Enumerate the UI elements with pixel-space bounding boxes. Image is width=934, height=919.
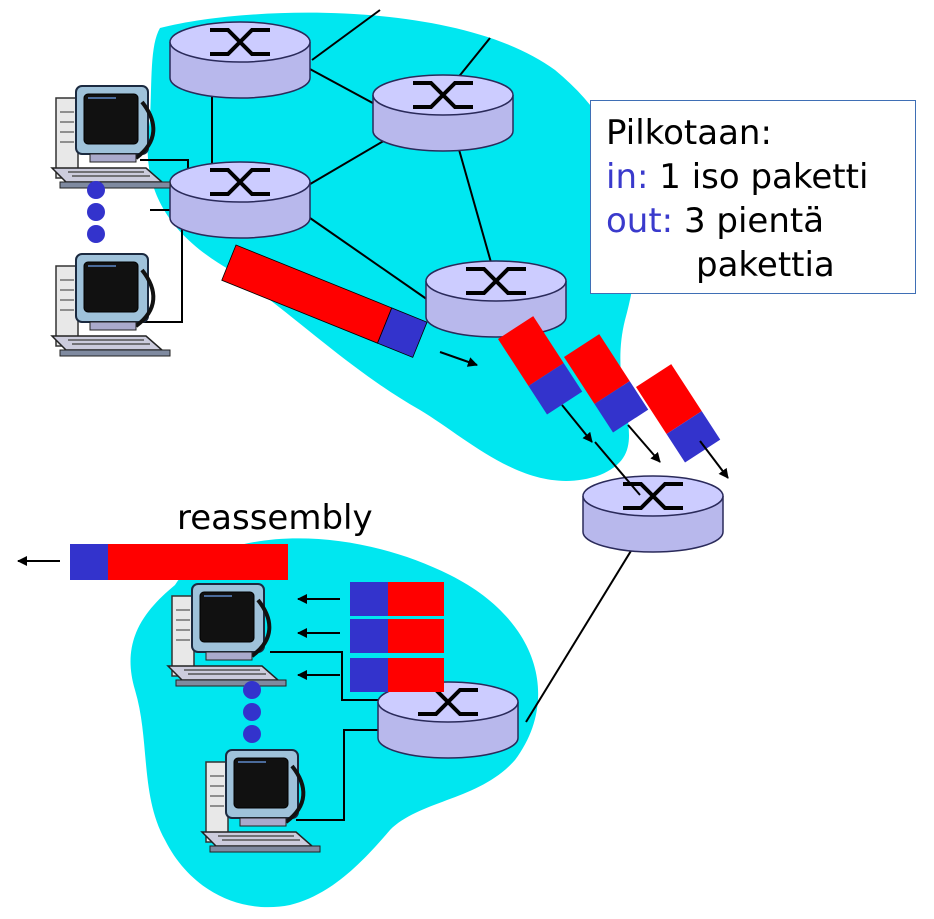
fragment-packet [498, 316, 583, 415]
legend-in-line: in: 1 iso paketti [606, 155, 915, 199]
fragmentation-legend: Pilkotaan: in: 1 iso paketti out: 3 pien… [590, 100, 916, 294]
more-hosts-dots [87, 181, 105, 243]
legend-out-line: out: 3 pientä [606, 199, 915, 243]
legend-out-value-cont: pakettia [696, 245, 835, 285]
arrow [627, 424, 661, 463]
legend-in-key: in: [606, 157, 649, 197]
computer-icon [50, 252, 172, 358]
reassembly-label: reassembly [177, 498, 373, 538]
legend-title: Pilkotaan: [606, 113, 772, 153]
legend-out-key: out: [606, 201, 674, 241]
router-icon [581, 474, 725, 554]
fragment-packet [564, 334, 649, 433]
legend-out-value: 3 pientä [683, 201, 825, 241]
network-links [140, 9, 646, 821]
large-packet [221, 244, 428, 358]
arrow [699, 440, 729, 479]
fragment-packet [350, 582, 444, 616]
router-icon [168, 20, 312, 100]
reassembled-packet [70, 544, 288, 580]
arrow [594, 441, 641, 496]
router-icon [376, 680, 520, 760]
router-icon [424, 259, 568, 339]
router-icon [168, 160, 312, 240]
arrow [561, 404, 593, 443]
router-icon [371, 73, 515, 153]
arrow [439, 351, 478, 367]
fragment-packet [350, 658, 444, 692]
fragment-packet [636, 364, 721, 463]
more-hosts-dots [243, 681, 261, 743]
legend-in-value: 1 iso paketti [659, 157, 869, 197]
fragment-packet [350, 619, 444, 653]
